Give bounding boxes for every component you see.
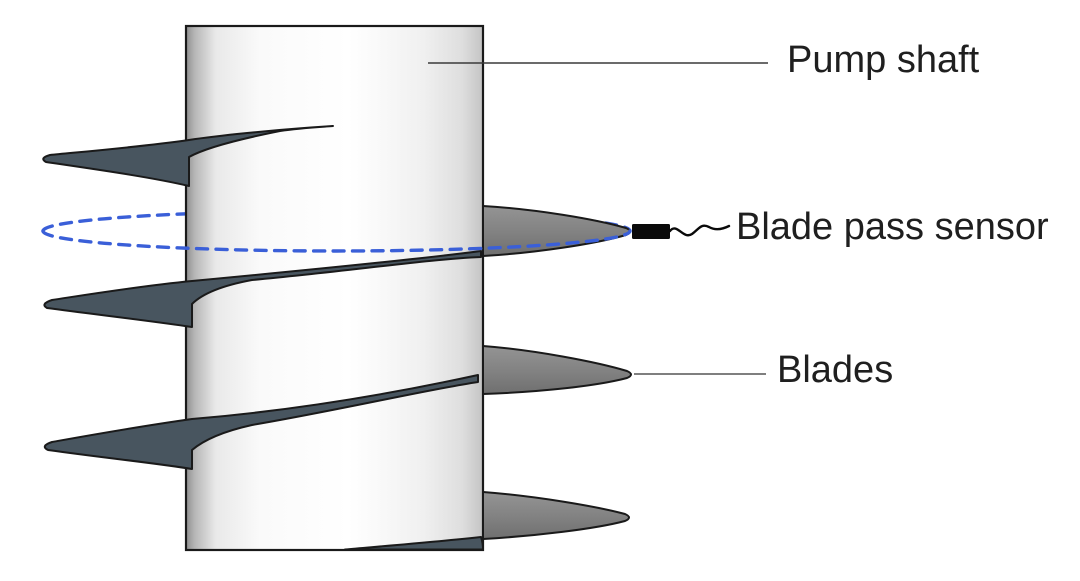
blade-pass-sensor-body: [632, 224, 670, 239]
pump-shaft-label: Pump shaft: [787, 39, 980, 81]
blade-lobe-right-1: [482, 205, 631, 257]
blade-lobe-right-2: [482, 345, 632, 395]
blade-pass-sensor-label: Blade pass sensor: [736, 206, 1049, 248]
blade-lobe-left-1: [42, 125, 334, 187]
blade-lobe-left-3: [43, 374, 479, 470]
pump-shaft-cylinder: [184, 24, 485, 552]
blade-lobe-right-3: [482, 491, 630, 540]
blade-pass-orbit-front-arc: [41, 229, 632, 253]
blade-lobe-left-2: [43, 250, 482, 328]
sensor-cable: [668, 224, 731, 237]
blade-crossing-bottom: [344, 536, 484, 551]
blades-label: Blades: [777, 349, 894, 391]
